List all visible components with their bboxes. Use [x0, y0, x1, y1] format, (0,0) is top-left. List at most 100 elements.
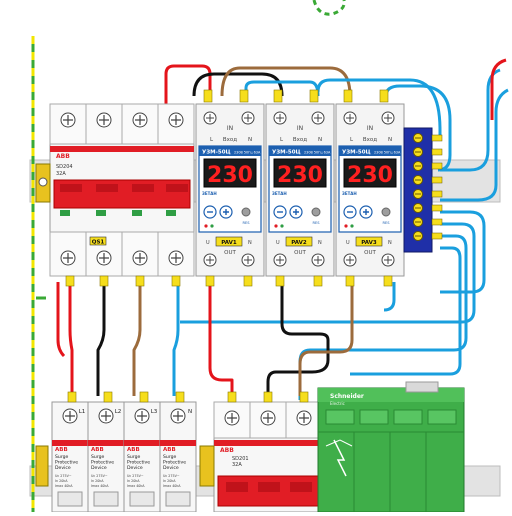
relay-brand: ЗЕТАН	[202, 191, 217, 196]
spd-spec1: Uc 275V~	[91, 474, 108, 478]
relay-vhod-label: Вход	[223, 137, 237, 143]
relay-n-bottom-label: N	[388, 240, 392, 246]
reset-button[interactable]	[381, 207, 391, 217]
status-indicator	[166, 210, 176, 216]
green-module-body	[317, 387, 465, 513]
terminal-cap	[203, 89, 213, 103]
wire-black-out	[266, 282, 330, 396]
terminal-cap	[313, 275, 323, 287]
spd-brand: ABB	[55, 447, 68, 453]
wire-red-right	[490, 58, 507, 120]
relay-display-value: 230	[277, 163, 323, 188]
wire-blue-out	[383, 282, 396, 312]
neutral-terminal	[431, 232, 443, 240]
second-breaker-rating: 32A	[232, 462, 242, 468]
spd-spec2: In 20kA	[91, 479, 104, 483]
relay-subtitle: 230В 50Гц 63А	[234, 151, 261, 155]
relay-vhod-label: Вход	[293, 137, 307, 143]
main-breaker-model: SD204	[56, 164, 73, 170]
status-indicator	[96, 210, 106, 216]
relay-n-bottom-label: N	[248, 240, 252, 246]
spd-terminal-label: L2	[115, 409, 122, 415]
spd-brand: ABB	[91, 447, 104, 453]
wires	[36, 58, 509, 400]
terminal-cap	[273, 89, 283, 103]
spd-line2: Protective	[127, 460, 150, 466]
neutral-terminal	[431, 190, 443, 198]
green-module: Schneider Electric	[317, 381, 465, 513]
end-clamp-bottom	[199, 445, 215, 487]
terminal-cap	[67, 391, 77, 403]
spd-line3: Device	[127, 465, 143, 471]
end-clamp-bottom-left	[35, 445, 49, 487]
neutral-terminal	[431, 148, 443, 156]
relay-in-label: IN	[227, 125, 233, 132]
second-breaker: ABB SD201 32A	[213, 401, 323, 513]
relay-in-label: IN	[367, 125, 373, 132]
relay-tag: PAV3	[361, 240, 377, 246]
terminal-cap	[243, 275, 253, 287]
spd-cartridge	[57, 491, 83, 507]
led-indicator	[210, 224, 214, 228]
main-breaker: ABB SD204 32A QS1	[49, 103, 195, 277]
neutral-terminal	[431, 204, 443, 212]
reset-button[interactable]	[311, 207, 321, 217]
spd-spec3: Imax 40kA	[127, 484, 145, 488]
reset-button[interactable]	[241, 207, 251, 217]
warning-icon	[325, 439, 353, 447]
spd-spec1: Uc 275V~	[55, 474, 72, 478]
wire-red-out	[208, 282, 234, 396]
relay-out-label: OUT	[364, 250, 376, 256]
spd-brand: ABB	[127, 447, 140, 453]
wire-blue-right-2	[440, 88, 509, 202]
relay-n-label: N	[318, 137, 322, 143]
relay-model: УЗМ-50Ц	[272, 150, 301, 156]
spd-terminal-label: L1	[79, 409, 86, 415]
second-breaker-model: SD201	[232, 456, 249, 462]
relay-out-label: OUT	[224, 250, 236, 256]
plus-icon	[223, 209, 229, 215]
relay-n-label: N	[248, 137, 252, 143]
spd-spec2: In 20kA	[127, 479, 140, 483]
relay-tag: PAV2	[291, 240, 307, 246]
led-indicator	[280, 224, 284, 228]
plus-icon	[293, 209, 299, 215]
status-indicator	[60, 210, 70, 216]
terminal-cap	[139, 391, 149, 403]
spd-line2: Protective	[91, 460, 114, 466]
neutral-bus-bar	[403, 127, 443, 253]
wire-blue-right-3	[440, 210, 486, 294]
wire-red-top	[164, 64, 212, 104]
terminal-cap	[383, 275, 393, 287]
led-indicator	[350, 224, 354, 228]
relay-display	[203, 158, 257, 188]
spd-line3: Device	[91, 465, 107, 471]
relay-subtitle: 230В 50Гц 63А	[304, 151, 331, 155]
led-indicator	[274, 224, 278, 228]
terminal-cap	[205, 275, 215, 287]
relay-model: УЗМ-50Ц	[342, 150, 371, 156]
wire-red-left	[56, 282, 66, 358]
terminal-caps-main	[65, 275, 181, 287]
neutral-terminal	[431, 134, 443, 142]
terminal-cap	[275, 275, 285, 287]
terminal-cap	[239, 89, 249, 103]
relay-display-value: 230	[347, 163, 393, 188]
terminal-cap	[175, 391, 185, 403]
green-module-subbrand: Electric	[330, 401, 345, 406]
wire-brown-spd	[132, 282, 142, 396]
terminal-caps-second	[227, 391, 309, 403]
relay-l-label: L	[350, 137, 354, 143]
relay-vhod-label: Вход	[363, 137, 377, 143]
plus-icon	[363, 209, 369, 215]
spd-cartridge	[129, 491, 155, 507]
terminal-cap	[103, 391, 113, 403]
wire-blue-right-6	[350, 246, 462, 376]
relay-subtitle: 230В 50Гц 63А	[374, 151, 401, 155]
wire-blue-spd	[172, 282, 180, 396]
